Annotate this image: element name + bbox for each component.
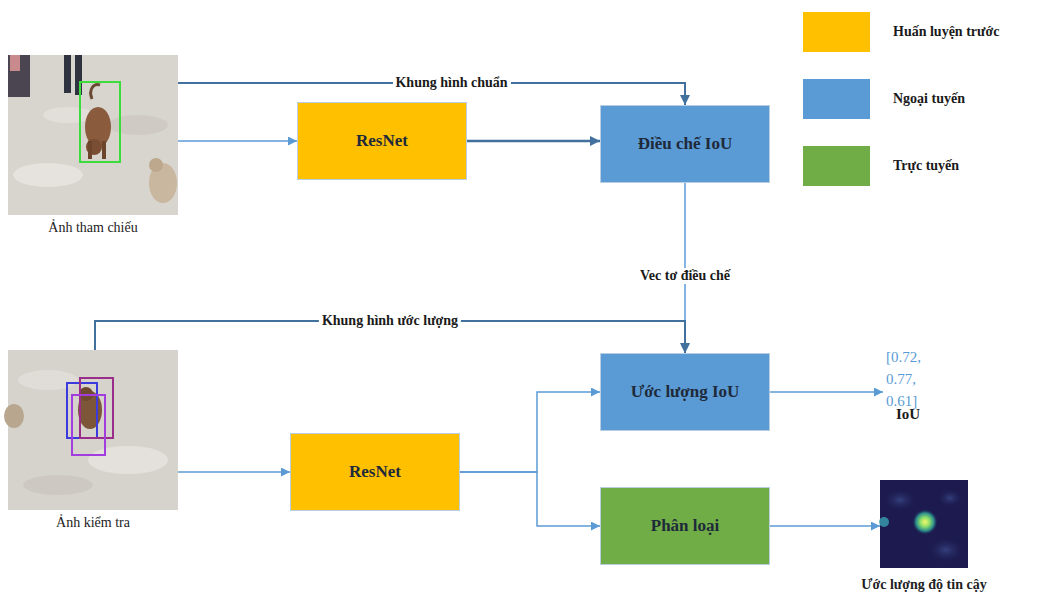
image-caption: Ước lượng độ tin cậy: [861, 577, 986, 593]
connector: [770, 525, 880, 527]
legend-text: Huấn luyện trước: [893, 24, 999, 40]
output-arrow: [770, 391, 883, 393]
output-name: IoU: [896, 405, 920, 423]
snow-ground: [8, 55, 178, 215]
estimated-box: [72, 395, 105, 455]
legend-swatch: [803, 79, 870, 119]
connector-label: Khung hình chuẩn: [392, 75, 510, 91]
legend-text: Ngoại tuyến: [893, 91, 965, 107]
other-dog: [4, 404, 24, 428]
iou-values: [0.72, 0.77, 0.61]: [886, 346, 940, 412]
process-box: Phân loại: [600, 487, 770, 565]
legend-text: Trực tuyến: [893, 158, 959, 174]
confidence-map: Ước lượng độ tin cậy: [880, 480, 968, 568]
snow-patch: [88, 446, 168, 474]
heatmap-blob: [882, 488, 918, 512]
connector: [460, 472, 600, 526]
image-caption: Ảnh kiểm tra: [56, 515, 130, 531]
snow-patch: [13, 163, 83, 187]
legend-swatch: [803, 146, 870, 186]
connector: [178, 471, 290, 473]
box-label: ResNet: [356, 131, 408, 151]
heatmap-ground: [880, 480, 968, 568]
connector: [467, 140, 600, 143]
test-photo: [4, 350, 178, 510]
heatmap-spot: [879, 517, 889, 527]
estimated-box: [80, 378, 113, 438]
snow-ground: [8, 350, 178, 510]
snow-patch: [108, 115, 168, 135]
dog-tail: [91, 85, 100, 99]
person-leg: [64, 55, 71, 93]
confidence-map: [879, 480, 968, 568]
reference-photo: [8, 55, 178, 215]
heatmap-blob: [936, 488, 964, 508]
person-coat: [10, 55, 20, 71]
reference-image: Ảnh tham chiếu: [8, 55, 178, 215]
box-label: Phân loại: [651, 516, 720, 536]
process-box: Điều chế IoU: [600, 105, 770, 183]
box-label: ResNet: [349, 462, 401, 482]
ground-truth-box: [80, 82, 120, 162]
process-box: ResNet: [290, 433, 460, 511]
snow-patch: [18, 370, 78, 390]
person-legs: [8, 55, 30, 97]
process-box: Ước lượng IoU: [600, 353, 770, 431]
snow-patch: [23, 475, 93, 495]
heatmap-blob: [926, 536, 966, 564]
box-label: Điều chế IoU: [638, 134, 732, 154]
other-dog-head: [149, 158, 163, 172]
dog-leg: [88, 141, 92, 159]
connector-label: Khung hình ước lượng: [319, 313, 461, 329]
dog-leg: [102, 141, 106, 159]
connector-label: Vec tơ điều chế: [637, 268, 733, 284]
test-image: Ảnh kiểm tra: [8, 350, 178, 510]
heatmap-peak: [912, 509, 938, 535]
box-label: Ước lượng IoU: [631, 382, 740, 402]
image-caption: Ảnh tham chiếu: [48, 220, 137, 236]
connector: [460, 392, 600, 472]
process-box: ResNet: [297, 102, 467, 180]
snow-patch: [43, 107, 93, 123]
legend-swatch: [803, 12, 870, 52]
connector: [178, 140, 297, 142]
